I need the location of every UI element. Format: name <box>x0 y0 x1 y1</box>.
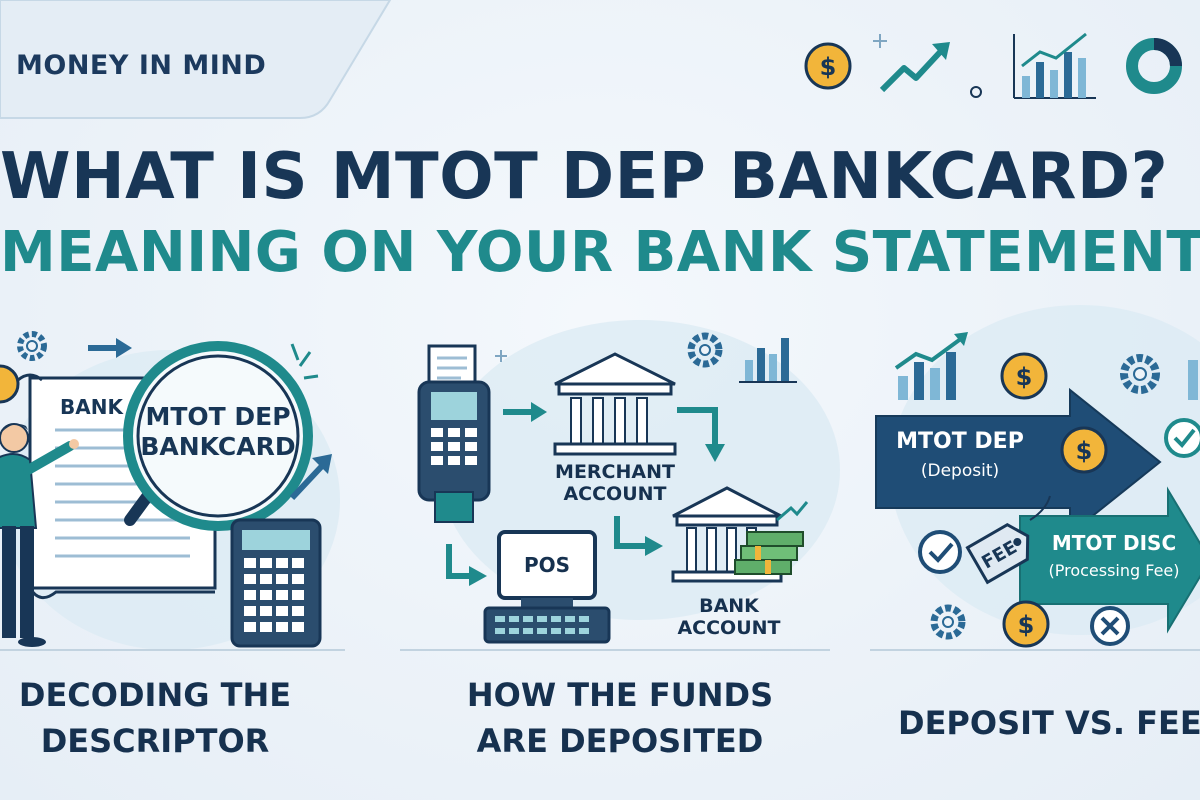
arrow-down-icon <box>677 407 725 462</box>
arrow-right-icon <box>503 402 547 422</box>
arrow-right-icon <box>614 516 663 556</box>
bar-chart-icon <box>894 332 968 400</box>
doc-label: BANK <box>60 395 124 419</box>
magnifier-line2: BANKCARD <box>140 432 295 461</box>
bar-chart-icon <box>739 338 797 383</box>
trend-arrow-icon <box>879 42 950 93</box>
decode-illustration: BANK MTOT DEP BANKCARD <box>0 331 332 648</box>
svg-text:$: $ <box>820 53 837 81</box>
cash-stack-icon <box>734 531 804 575</box>
coin-icon <box>0 364 20 404</box>
gear-icon <box>1120 354 1160 394</box>
gear-icon <box>687 332 723 368</box>
arrow-up-icon <box>289 454 332 501</box>
arrow-right-icon <box>88 338 132 358</box>
coin-icon: $ <box>1060 426 1108 474</box>
brand-name: MONEY IN MIND <box>16 50 267 81</box>
deposit-line1: MTOT DEP <box>896 429 1024 454</box>
decode-caption-line2: DESCRIPTOR <box>40 722 270 760</box>
arrow-down-icon <box>446 544 487 586</box>
merchant-label-line1: MERCHANT <box>555 461 675 483</box>
x-icon <box>1090 606 1130 646</box>
page-subtitle: MEANING ON YOUR BANK STATEMENT <box>0 220 1200 285</box>
fee-tag-icon: FEE <box>965 522 1030 585</box>
flow-caption: HOW THE FUNDS ARE DEPOSITED <box>400 672 840 764</box>
check-icon <box>918 530 962 574</box>
card-terminal-icon <box>417 344 491 523</box>
bank-label-line1: BANK <box>699 595 760 617</box>
svg-text:$: $ <box>1016 363 1033 391</box>
compare-illustration: $ MTOT DEP (Deposit) $ MTOT DISC (Proces… <box>875 332 1200 648</box>
check-icon <box>1164 418 1200 458</box>
bank-label-line2: ACCOUNT <box>677 617 780 639</box>
gear-icon <box>17 331 47 361</box>
disc-line2: (Processing Fee) <box>1048 561 1179 580</box>
deposit-line2: (Deposit) <box>921 461 999 481</box>
pos-label: POS <box>524 553 570 577</box>
bank-icon <box>671 486 783 583</box>
gear-icon <box>930 604 966 640</box>
donut-chart-icon <box>1126 38 1182 94</box>
person-icon <box>0 423 79 647</box>
coin-icon: $ <box>1002 600 1050 648</box>
flow-caption-line2: ARE DEPOSITED <box>476 722 764 760</box>
page-title: WHAT IS MTOT DEP BANKCARD? <box>0 140 1169 214</box>
calculator-icon <box>230 518 322 648</box>
sparkle-icon <box>873 34 887 48</box>
header-icons: $ <box>804 32 1182 99</box>
decode-caption: DECODING THE DESCRIPTOR <box>0 672 310 764</box>
fee-arrow: MTOT DISC (Processing Fee) <box>1019 486 1200 634</box>
svg-text:$: $ <box>1076 437 1093 465</box>
magnifier-line1: MTOT DEP <box>145 402 290 431</box>
decode-caption-line1: DECODING THE <box>18 676 292 714</box>
compare-caption: DEPOSIT VS. FEE <box>898 704 1200 742</box>
deposit-arrow: MTOT DEP (Deposit) <box>875 387 1162 537</box>
flow-caption-line1: HOW THE FUNDS <box>466 676 774 714</box>
pos-register-icon: POS <box>483 530 611 644</box>
bar-chart-icon <box>1188 360 1198 400</box>
coin-icon: $ <box>1000 352 1048 400</box>
svg-text:$: $ <box>1018 611 1035 639</box>
bank-icon <box>553 352 677 456</box>
merchant-label-line2: ACCOUNT <box>563 483 666 505</box>
flow-illustration: MERCHANT ACCOUNT <box>417 332 809 644</box>
magnifier-icon: MTOT DEP BANKCARD <box>123 341 313 531</box>
disc-line1: MTOT DISC <box>1052 531 1176 555</box>
coin-icon: $ <box>804 42 852 90</box>
bar-chart-icon <box>1013 32 1096 99</box>
